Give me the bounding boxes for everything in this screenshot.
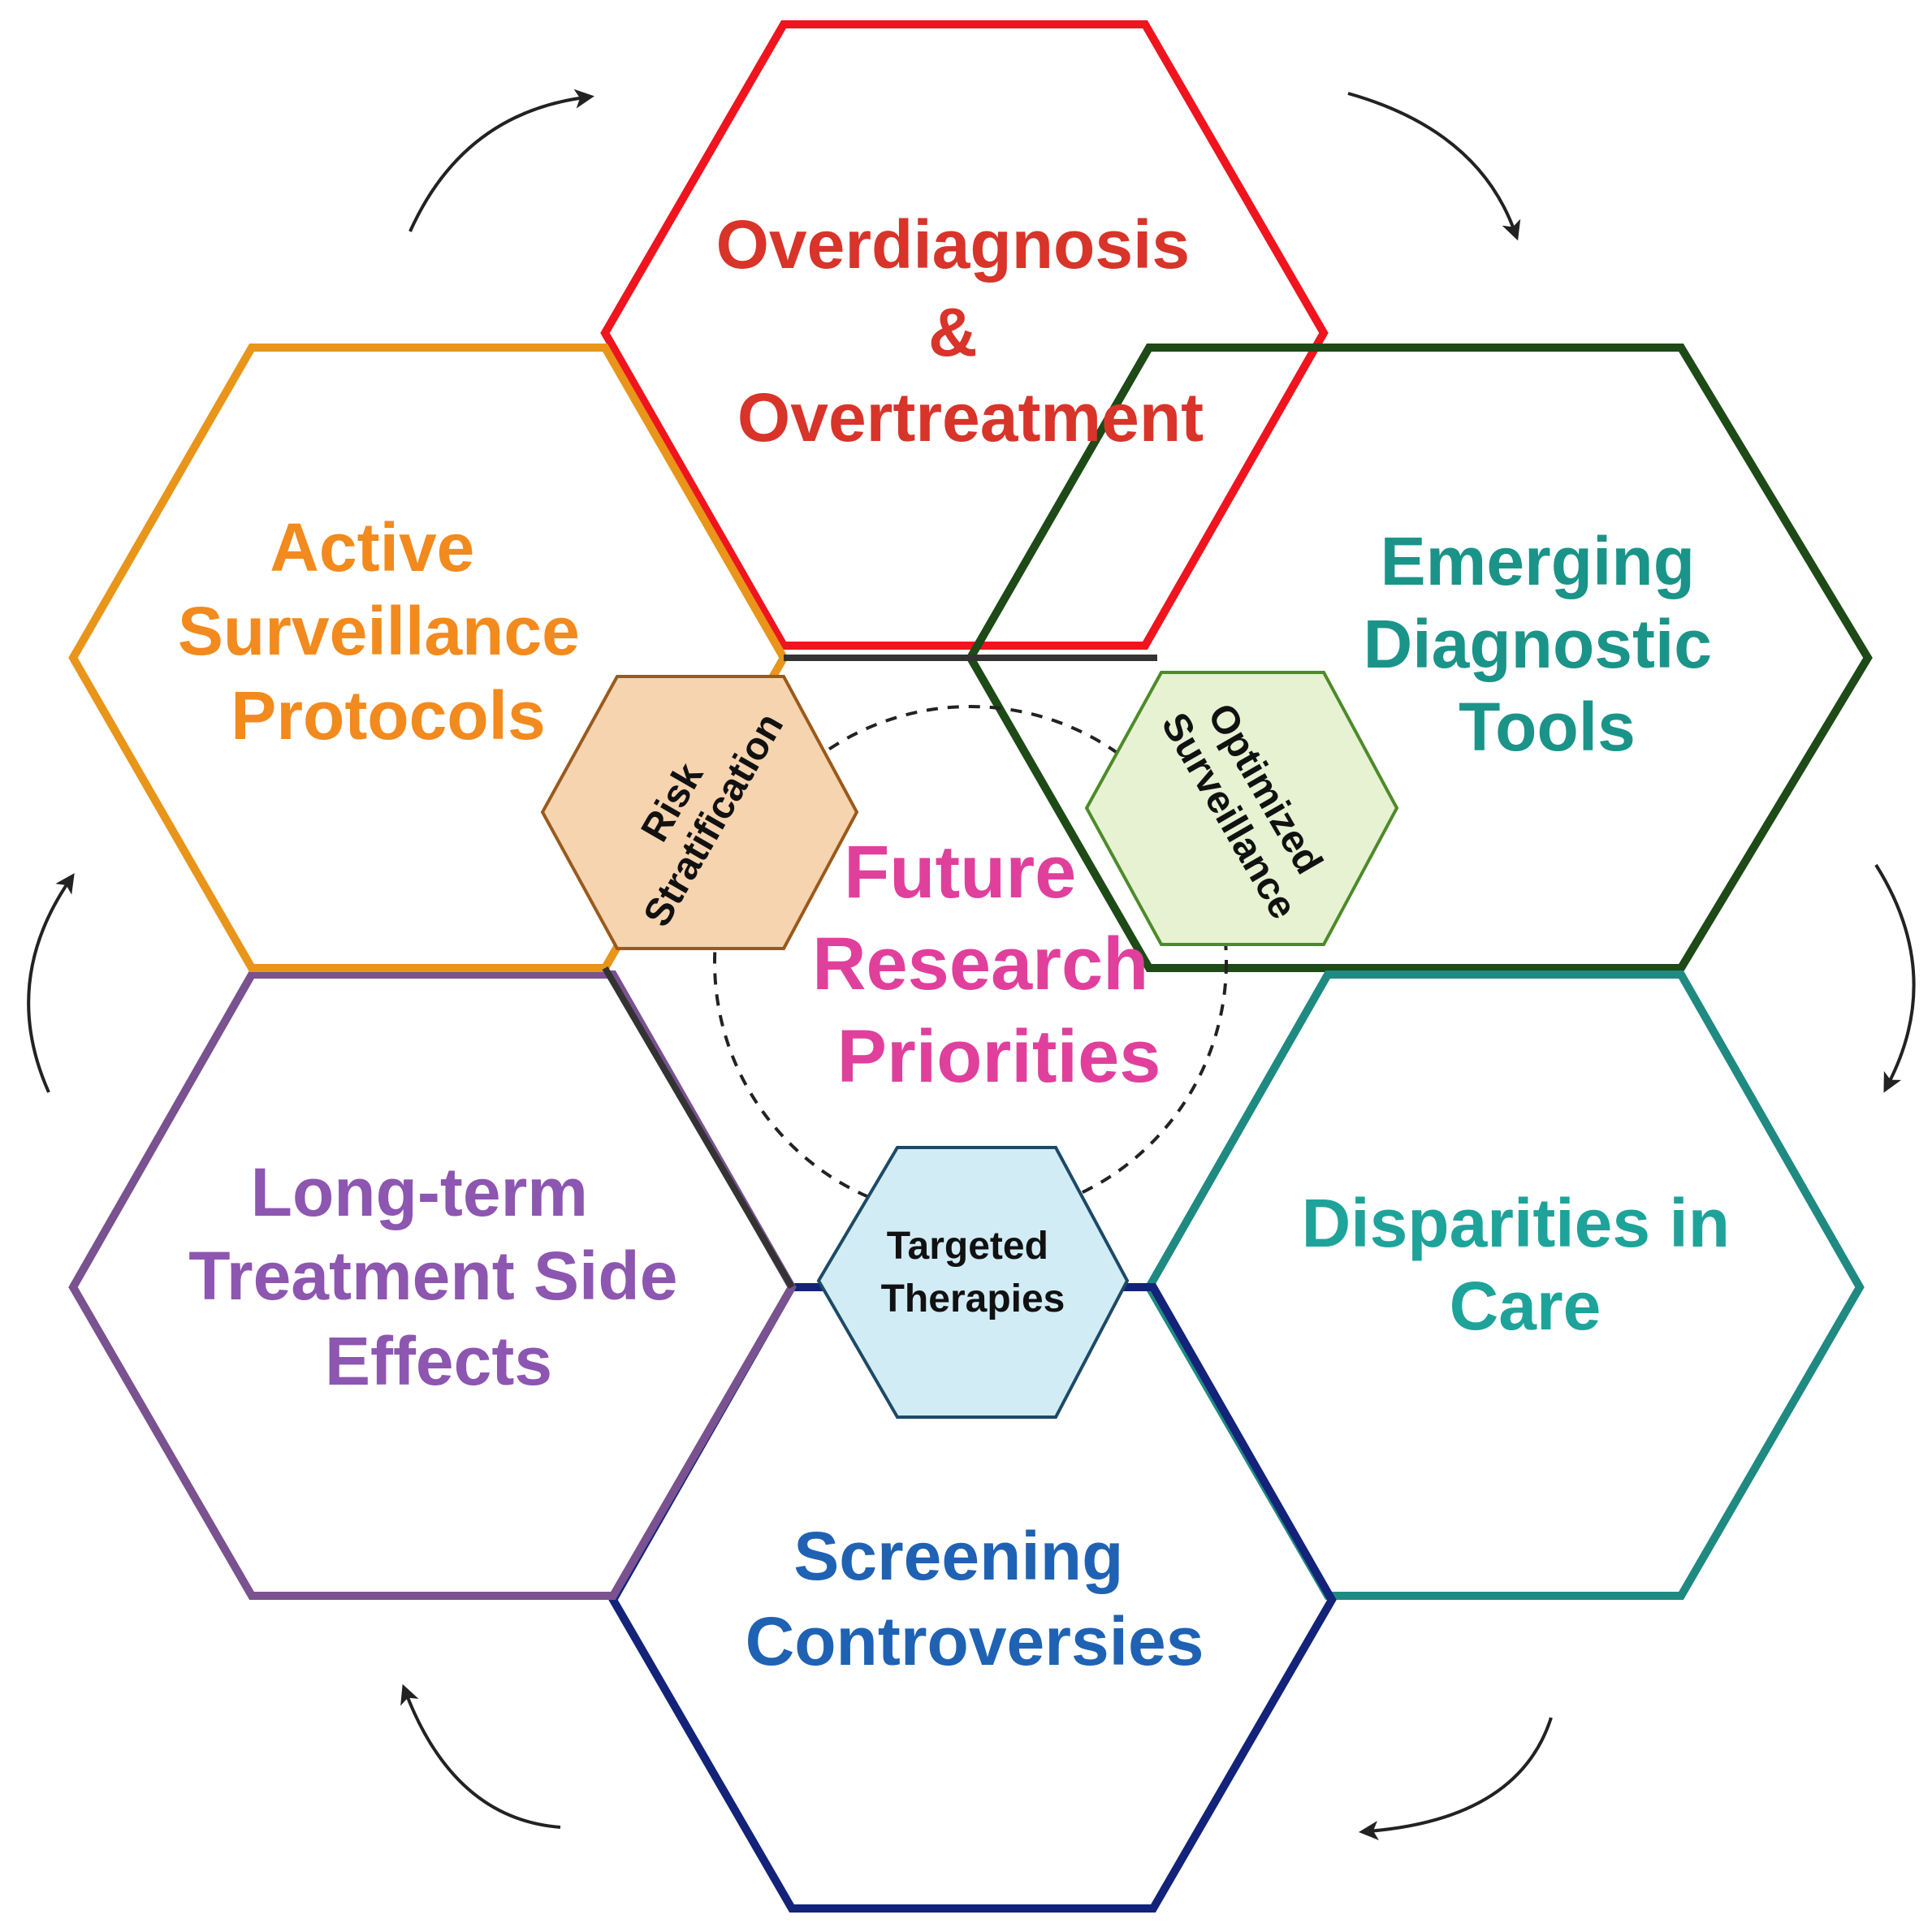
center-line-2: Research xyxy=(812,923,1148,1005)
disparities-label: Disparities in Care xyxy=(1302,1185,1749,1344)
center-line-3: Priorities xyxy=(837,1015,1161,1098)
center-line-1: Future xyxy=(844,831,1076,914)
cycle-arrow-icon xyxy=(27,873,75,1093)
overdiagnosis-line-3: Overtreatment xyxy=(737,379,1204,456)
cycle-arrow-icon xyxy=(408,89,594,232)
screening-line-1: Screening xyxy=(793,1518,1123,1594)
screening-label: Screening Controversies xyxy=(746,1518,1204,1679)
risk-stratification-hexagon xyxy=(540,675,859,950)
screening-line-2: Controversies xyxy=(746,1603,1204,1679)
targeted-line-2: Therapies xyxy=(881,1277,1065,1320)
longterm-line-2: Treatment Side xyxy=(188,1238,677,1314)
cycle-arrow-icon xyxy=(1874,863,1916,1093)
cycle-arrow-icon xyxy=(1347,92,1521,241)
targeted-line-1: Targeted xyxy=(887,1225,1048,1268)
optimized-surveillance-hexagon xyxy=(1084,671,1399,946)
longterm-effects-label: Long-term Treatment Side Effects xyxy=(188,1154,697,1399)
overdiagnosis-label: Overdiagnosis & Overtreatment xyxy=(716,206,1209,456)
active-line-1: Active xyxy=(270,509,474,586)
center-label: Future Research Priorities xyxy=(812,831,1169,1098)
emerging-line-1: Emerging xyxy=(1381,523,1695,599)
overdiagnosis-hexagon xyxy=(600,20,1329,650)
longterm-effects-hexagon xyxy=(68,970,797,1600)
disparities-line-2: Care xyxy=(1450,1268,1601,1344)
longterm-line-3: Effects xyxy=(325,1323,552,1399)
cycle-arrow-icon xyxy=(400,1683,561,1829)
emerging-line-3: Tools xyxy=(1459,689,1636,765)
longterm-line-1: Long-term xyxy=(251,1154,588,1230)
targeted-therapies-label: Targeted Therapies xyxy=(881,1225,1065,1320)
overdiagnosis-line-2: & xyxy=(928,294,978,370)
active-surveillance-label: Active Surveillance Protocols xyxy=(178,509,599,754)
active-line-3: Protocols xyxy=(231,677,545,754)
overdiagnosis-line-1: Overdiagnosis xyxy=(716,206,1191,283)
active-line-2: Surveillance xyxy=(178,593,580,669)
targeted-therapies-hexagon xyxy=(816,1146,1130,1419)
cycle-arrow-icon xyxy=(1359,1717,1553,1840)
center-outline xyxy=(602,966,795,1290)
emerging-line-2: Diagnostic xyxy=(1364,606,1712,682)
disparities-line-1: Disparities in xyxy=(1302,1185,1731,1261)
emerging-tools-label: Emerging Diagnostic Tools xyxy=(1364,523,1731,765)
